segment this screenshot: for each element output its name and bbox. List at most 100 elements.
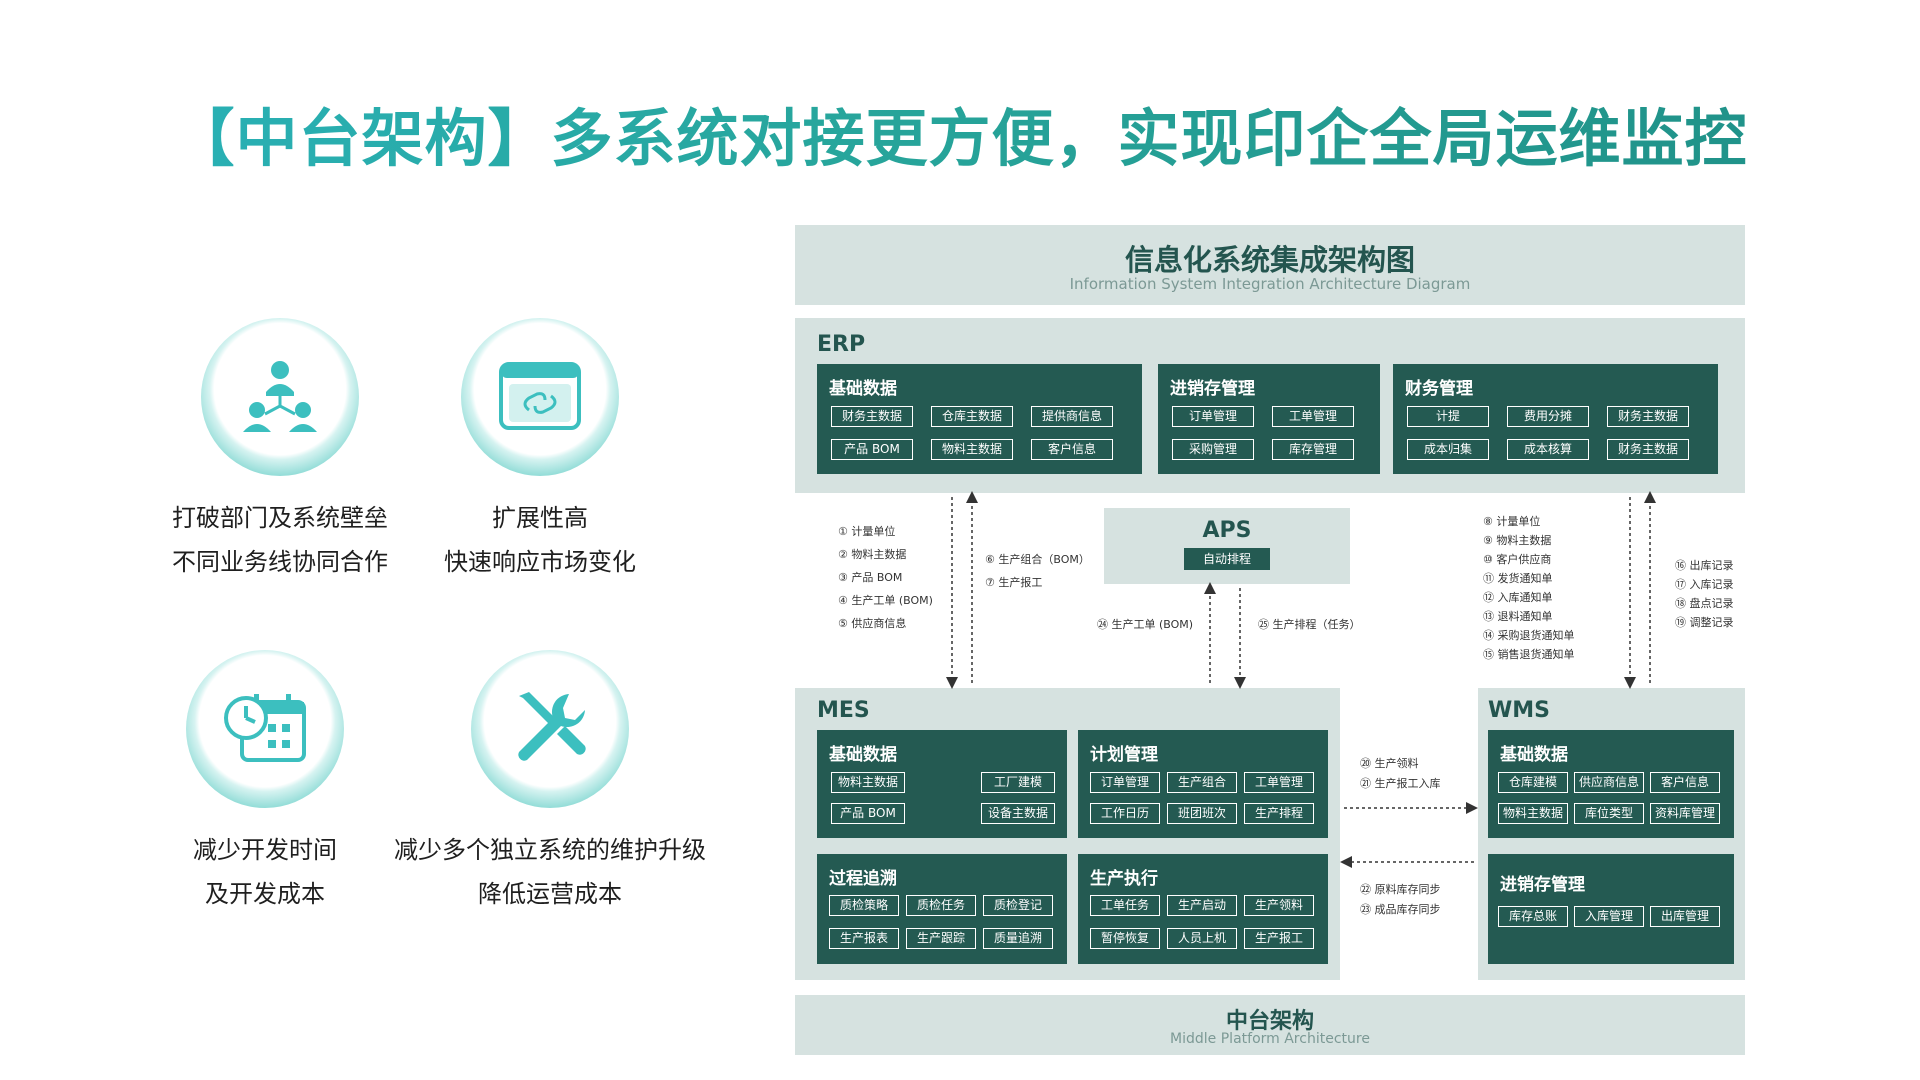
diagram-header: 信息化系统集成架构图 Information System Integratio… xyxy=(795,225,1745,305)
erp-inventory-box: 进销存管理 订单管理 工单管理 采购管理 库存管理 xyxy=(1158,364,1380,474)
diagram-subtitle: Information System Integration Architect… xyxy=(1069,275,1471,293)
mes-panel: MES 基础数据 物料主数据 工厂建模 产品 BOM 设备主数据 计划管理 订单… xyxy=(795,688,1340,980)
chip: 生产跟踪 xyxy=(906,928,976,949)
chip: 仓库建模 xyxy=(1498,772,1568,793)
flow-erp-to-wms-list: ⑧ 计量单位 ⑨ 物料主数据 ⑩ 客户供应商 ⑪ 发货通知单 ⑫ 入库通知单 ⑬… xyxy=(1483,512,1575,665)
chip: 物料主数据 xyxy=(931,439,1013,460)
wms-inventory-box: 进销存管理 库存总账 入库管理 出库管理 xyxy=(1488,854,1734,964)
feature-line1: 减少开发时间 xyxy=(193,836,337,864)
chip: 财务主数据 xyxy=(1607,406,1689,427)
footer-title: 中台架构 xyxy=(1225,1009,1314,1034)
flow-item: ① 计量单位 xyxy=(838,525,896,538)
flow-item: ㉑ 生产报工入库 xyxy=(1360,777,1441,790)
flow-item: ⑱ 盘点记录 xyxy=(1675,597,1734,610)
chip: 采购管理 xyxy=(1172,439,1254,460)
wms-basic-data-box: 基础数据 仓库建模 供应商信息 客户信息 物料主数据 库位类型 资料库管理 xyxy=(1488,730,1734,838)
box-title: 生产执行 xyxy=(1090,869,1158,889)
feature-circle xyxy=(186,650,344,808)
chip: 成本核算 xyxy=(1507,439,1589,460)
flow-item: ⑩ 客户供应商 xyxy=(1483,553,1552,566)
auto-schedule-button: 自动排程 xyxy=(1184,548,1270,570)
chip: 生产报工 xyxy=(1244,928,1314,949)
chip: 人员上机 xyxy=(1167,928,1237,949)
feature-line2: 不同业务线协同合作 xyxy=(172,548,388,576)
box-title: 基础数据 xyxy=(829,745,897,765)
chip: 班团班次 xyxy=(1167,803,1237,824)
mes-basic-data-box: 基础数据 物料主数据 工厂建模 产品 BOM 设备主数据 xyxy=(817,730,1067,838)
feature-circle xyxy=(201,318,359,476)
erp-label: ERP xyxy=(817,332,866,357)
flow-item: ⑨ 物料主数据 xyxy=(1483,534,1552,547)
chip: 质检任务 xyxy=(906,895,976,916)
feature-circle xyxy=(461,318,619,476)
diagram-title: 信息化系统集成架构图 xyxy=(1124,243,1415,277)
box-title: 基础数据 xyxy=(1500,745,1568,765)
chip: 物料主数据 xyxy=(1498,803,1568,824)
flow-item: ⑲ 调整记录 xyxy=(1675,616,1734,629)
chip: 库存总账 xyxy=(1498,906,1568,927)
flow-item: ④ 生产工单 (BOM) xyxy=(838,594,933,607)
chip: 财务主数据 xyxy=(831,406,913,427)
chip: 客户信息 xyxy=(1650,772,1720,793)
flow-aps-down-label: ㉕ 生产排程（任务） xyxy=(1258,618,1361,631)
chip: 订单管理 xyxy=(1090,772,1160,793)
chip: 库位类型 xyxy=(1574,803,1644,824)
feature-break-barriers: 打破部门及系统壁垒 不同业务线协同合作 xyxy=(140,318,420,584)
feature-line1: 减少多个独立系统的维护升级 xyxy=(394,836,706,864)
chip: 产品 BOM xyxy=(831,803,905,824)
flow-item: ⑬ 退料通知单 xyxy=(1483,610,1553,623)
chip: 工作日历 xyxy=(1090,803,1160,824)
feature-line1: 扩展性高 xyxy=(492,504,588,532)
chip: 物料主数据 xyxy=(831,772,905,793)
chip: 暂停恢复 xyxy=(1090,928,1160,949)
chip: 质检登记 xyxy=(983,895,1053,916)
page-title: 【中台架构】多系统对接更方便，实现印企全局运维监控 xyxy=(0,88,1920,178)
chip: 产品 BOM xyxy=(831,439,913,460)
feature-line2: 降低运营成本 xyxy=(478,880,622,908)
flow-mes-to-wms-list: ⑳ 生产领料 ㉑ 生产报工入库 xyxy=(1360,754,1441,794)
chip: 财务主数据 xyxy=(1607,439,1689,460)
chip: 质量追溯 xyxy=(983,928,1053,949)
team-hierarchy-icon xyxy=(243,361,317,432)
flow-item: ⑦ 生产报工 xyxy=(985,576,1043,589)
aps-panel: APS 自动排程 xyxy=(1104,508,1350,584)
chip: 出库管理 xyxy=(1650,906,1720,927)
feature-line2: 快速响应市场变化 xyxy=(444,548,636,576)
box-title: 财务管理 xyxy=(1405,379,1473,399)
chip: 生产启动 xyxy=(1167,895,1237,916)
footer-subtitle: Middle Platform Architecture xyxy=(1170,1031,1370,1047)
chip: 资料库管理 xyxy=(1650,803,1720,824)
flow-wms-to-mes-list: ㉒ 原料库存同步 ㉓ 成品库存同步 xyxy=(1360,880,1441,920)
chip: 工单管理 xyxy=(1272,406,1354,427)
flow-mes-to-erp-list: ⑥ 生产组合（BOM） ⑦ 生产报工 xyxy=(985,550,1090,593)
chip: 费用分摊 xyxy=(1507,406,1589,427)
flow-item: ⑰ 入库记录 xyxy=(1675,578,1734,591)
chip: 供应商信息 xyxy=(1574,772,1644,793)
chip: 客户信息 xyxy=(1031,439,1113,460)
box-title: 计划管理 xyxy=(1090,745,1158,765)
box-title: 基础数据 xyxy=(829,379,897,399)
chip: 成本归集 xyxy=(1407,439,1489,460)
feature-circle xyxy=(471,650,629,808)
flow-item: ⑤ 供应商信息 xyxy=(838,617,907,630)
feature-line1: 打破部门及系统壁垒 xyxy=(172,504,388,532)
mes-execution-box: 生产执行 工单任务 生产启动 生产领料 暂停恢复 人员上机 生产报工 xyxy=(1078,854,1328,964)
wrench-screwdriver-icon xyxy=(518,692,586,761)
feature-scalability: 扩展性高 快速响应市场变化 xyxy=(400,318,680,584)
chip: 生产报表 xyxy=(829,928,899,949)
erp-panel: ERP 基础数据 财务主数据 仓库主数据 提供商信息 产品 BOM 物料主数据 … xyxy=(795,318,1745,493)
chip: 设备主数据 xyxy=(981,803,1055,824)
chip: 工厂建模 xyxy=(981,772,1055,793)
chip: 订单管理 xyxy=(1172,406,1254,427)
chip: 生产组合 xyxy=(1167,772,1237,793)
flow-item: ㉓ 成品库存同步 xyxy=(1360,903,1441,916)
feature-line2: 及开发成本 xyxy=(205,880,325,908)
erp-basic-data-box: 基础数据 财务主数据 仓库主数据 提供商信息 产品 BOM 物料主数据 客户信息 xyxy=(817,364,1142,474)
clock-calendar-icon xyxy=(224,694,306,762)
chip: 入库管理 xyxy=(1574,906,1644,927)
erp-finance-box: 财务管理 计提 费用分摊 财务主数据 成本归集 成本核算 财务主数据 xyxy=(1393,364,1718,474)
flow-item: ㉒ 原料库存同步 xyxy=(1360,883,1441,896)
chip: 仓库主数据 xyxy=(931,406,1013,427)
flow-item: ⑧ 计量单位 xyxy=(1483,515,1541,528)
